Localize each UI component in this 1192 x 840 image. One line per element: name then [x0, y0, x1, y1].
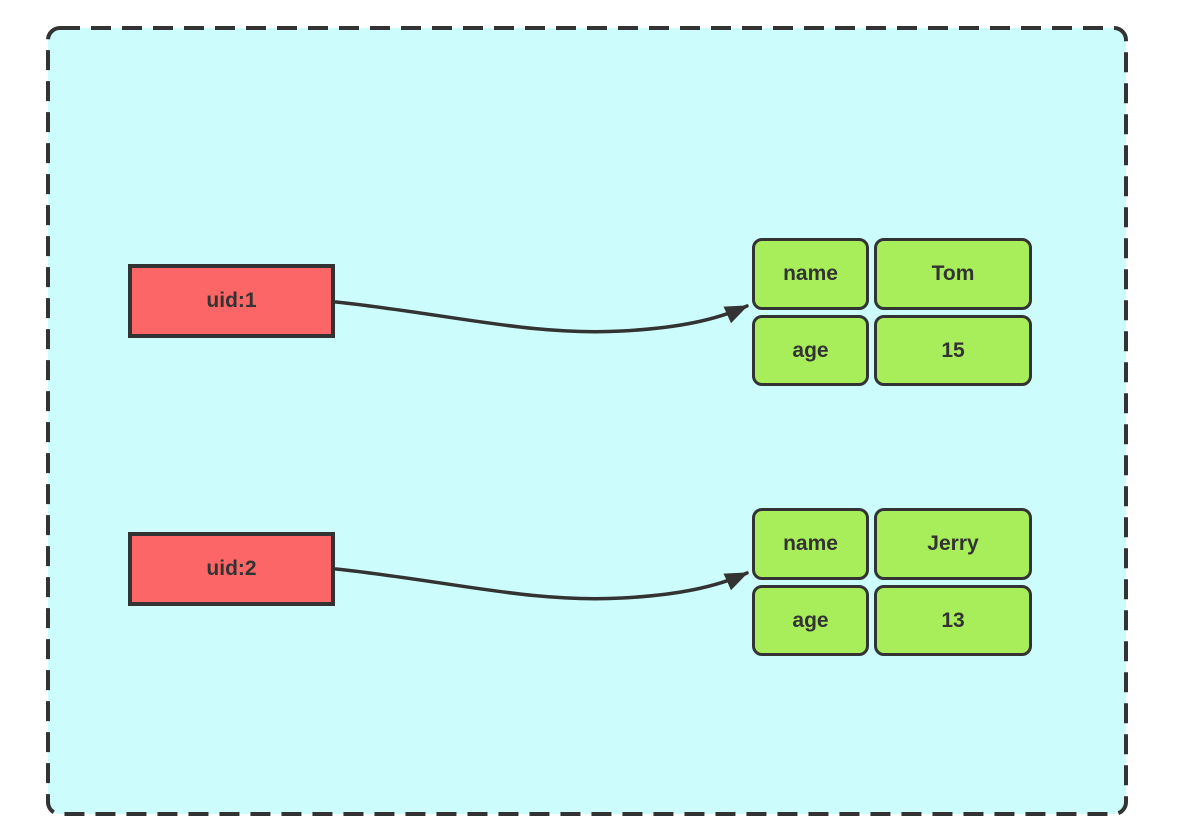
uid-key-box-1: uid:1 [128, 264, 335, 338]
record-table-2: name Jerry age 13 [752, 508, 1032, 656]
uid-key-box-2: uid:2 [128, 532, 335, 606]
record1-name-value-cell: Tom [874, 238, 1032, 310]
record2-name-label-cell: name [752, 508, 869, 580]
record1-age-label-cell: age [752, 315, 869, 386]
dashed-container-box [46, 26, 1128, 816]
record2-name-value-cell: Jerry [874, 508, 1032, 580]
record-table-1: name Tom age 15 [752, 238, 1032, 386]
record2-age-label-cell: age [752, 585, 869, 656]
record1-name-label-cell: name [752, 238, 869, 310]
arrow-uid1-to-record1 [334, 300, 749, 334]
record2-age-value-cell: 13 [874, 585, 1032, 656]
record1-age-value-cell: 15 [874, 315, 1032, 386]
arrow-uid2-to-record2 [334, 567, 749, 601]
uid-key-label-2: uid:2 [206, 557, 257, 580]
uid-key-label-1: uid:1 [206, 289, 257, 312]
